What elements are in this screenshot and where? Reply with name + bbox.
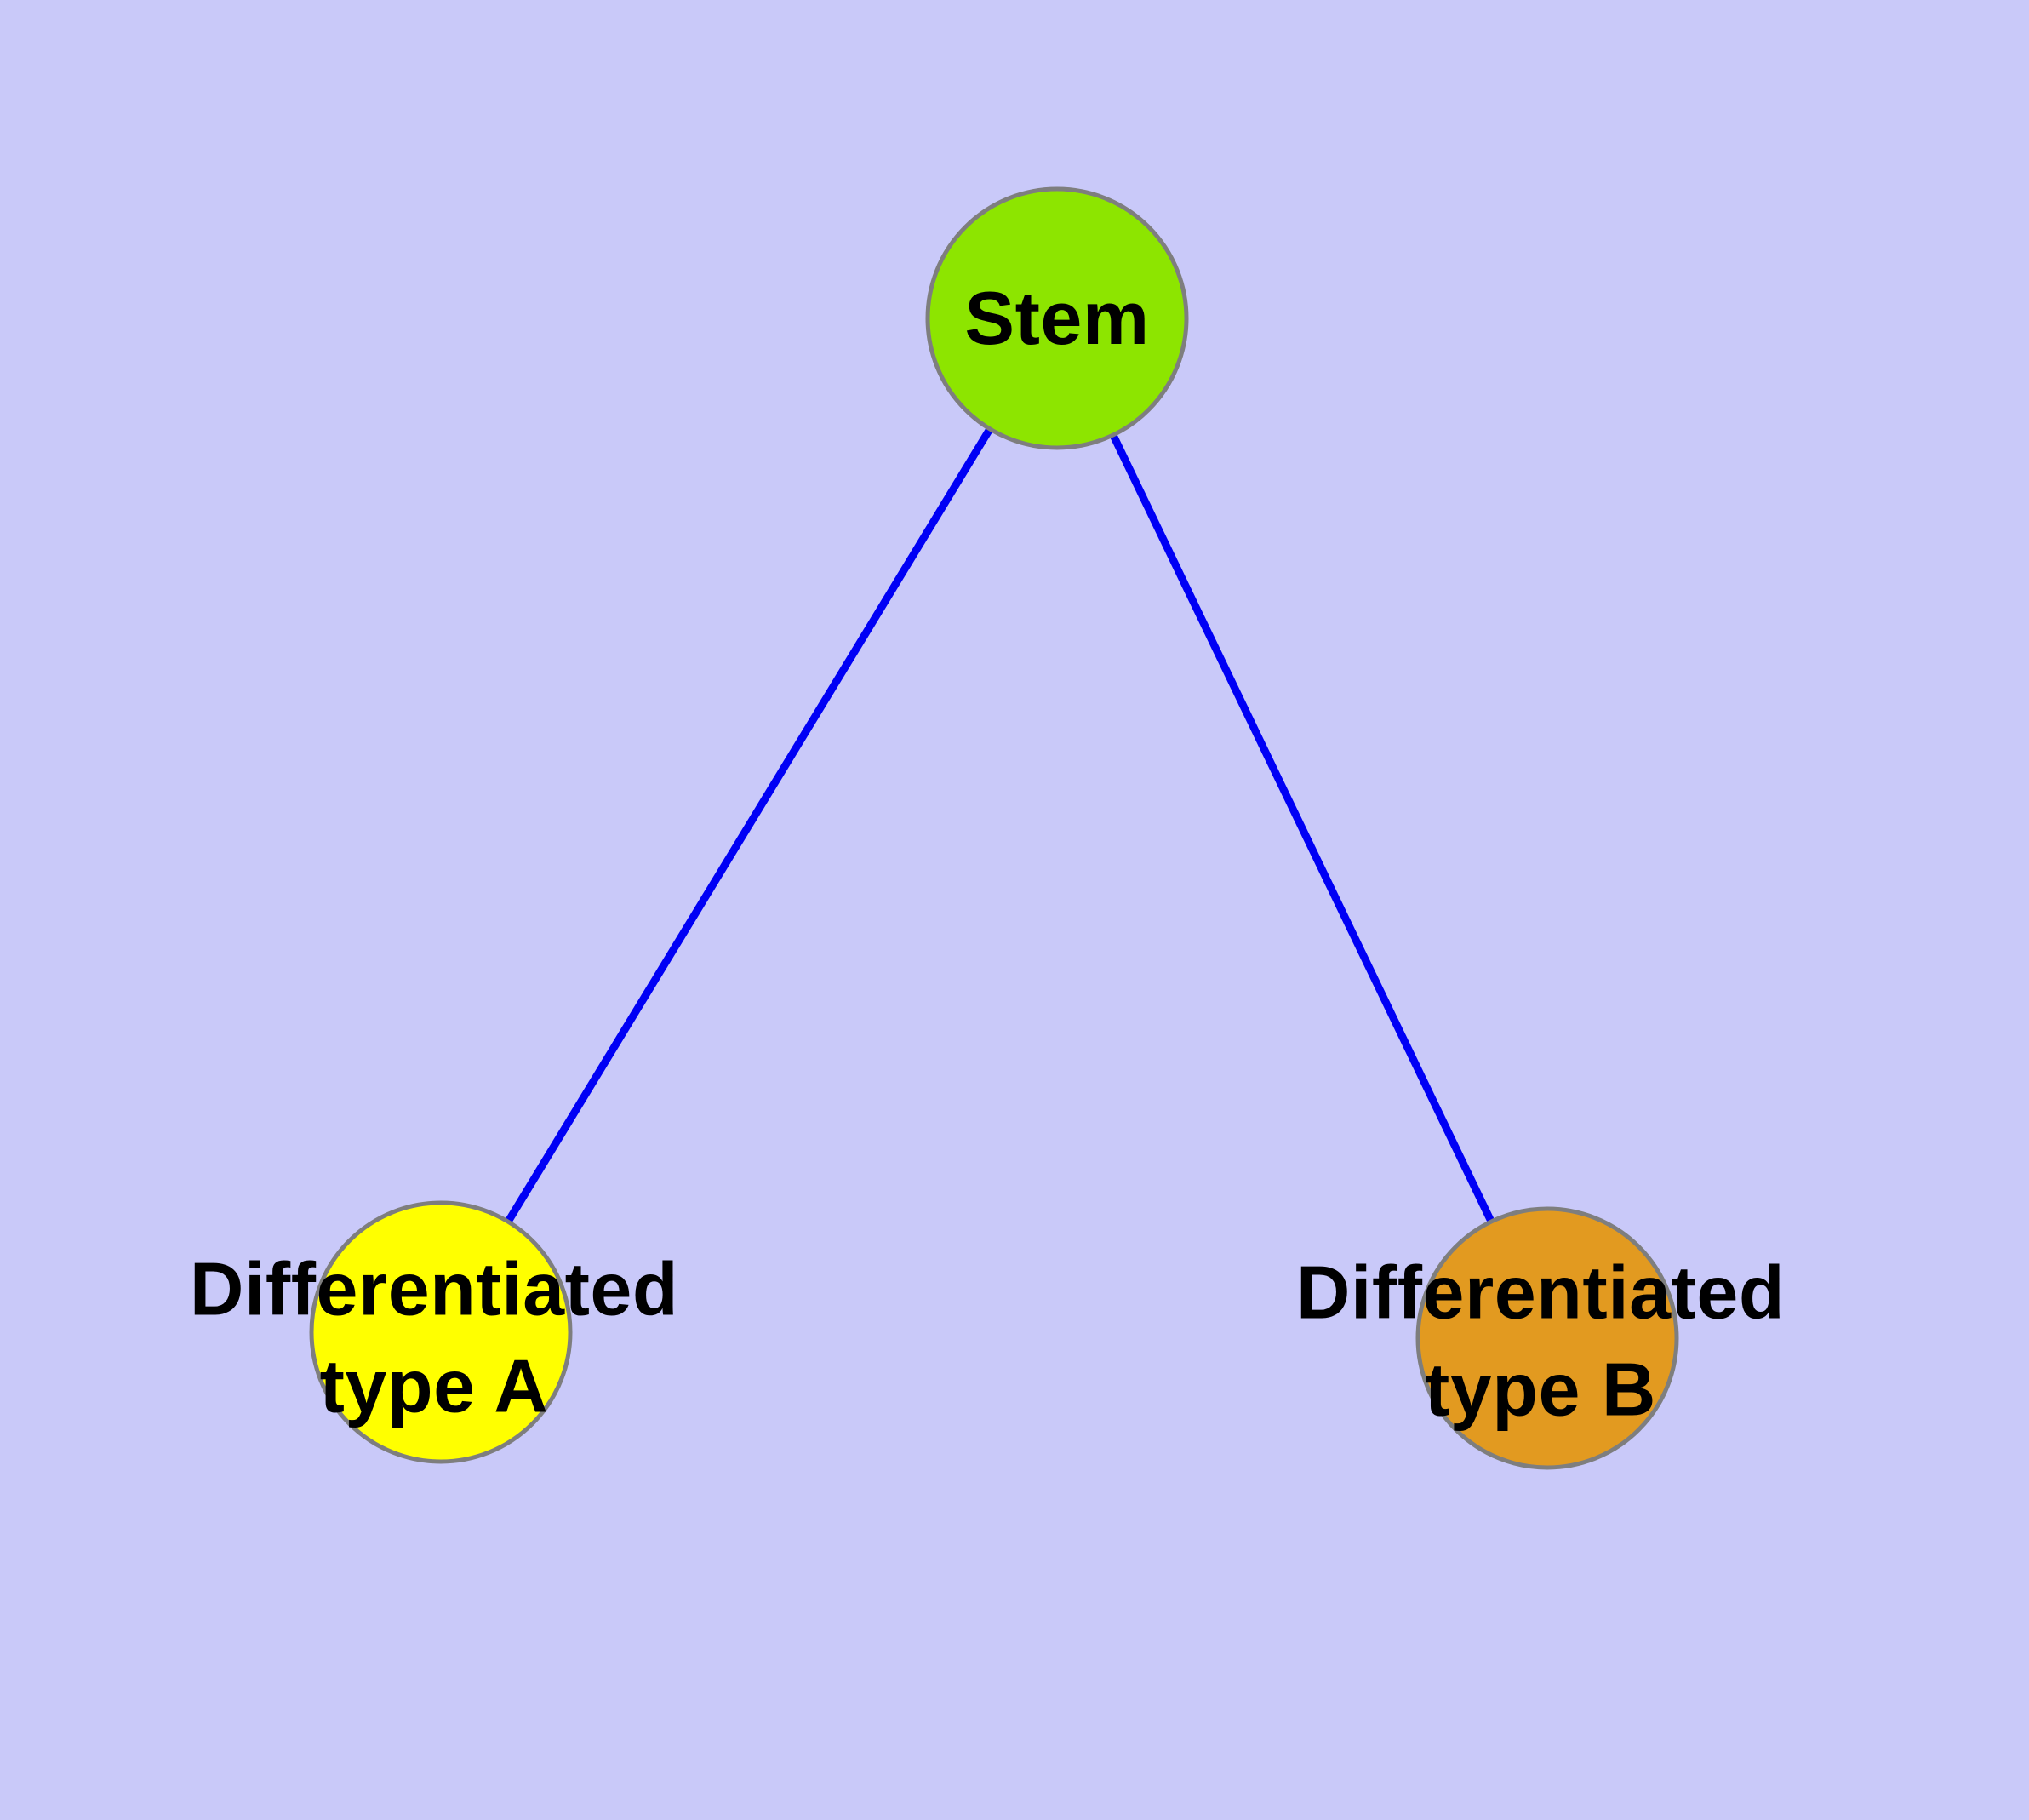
edge-stem-to-type-b bbox=[1053, 317, 1552, 1340]
node-type-b-label: Differentiated type B bbox=[1295, 1250, 1786, 1432]
node-type-a-label: Differentiated type A bbox=[189, 1246, 679, 1428]
edge-stem-to-type-a bbox=[437, 316, 1060, 1335]
node-type-a-circle bbox=[309, 1200, 573, 1464]
node-stem-label: Stem bbox=[964, 275, 1150, 360]
node-type-b-circle bbox=[1415, 1206, 1679, 1470]
node-stem-circle bbox=[925, 186, 1189, 450]
